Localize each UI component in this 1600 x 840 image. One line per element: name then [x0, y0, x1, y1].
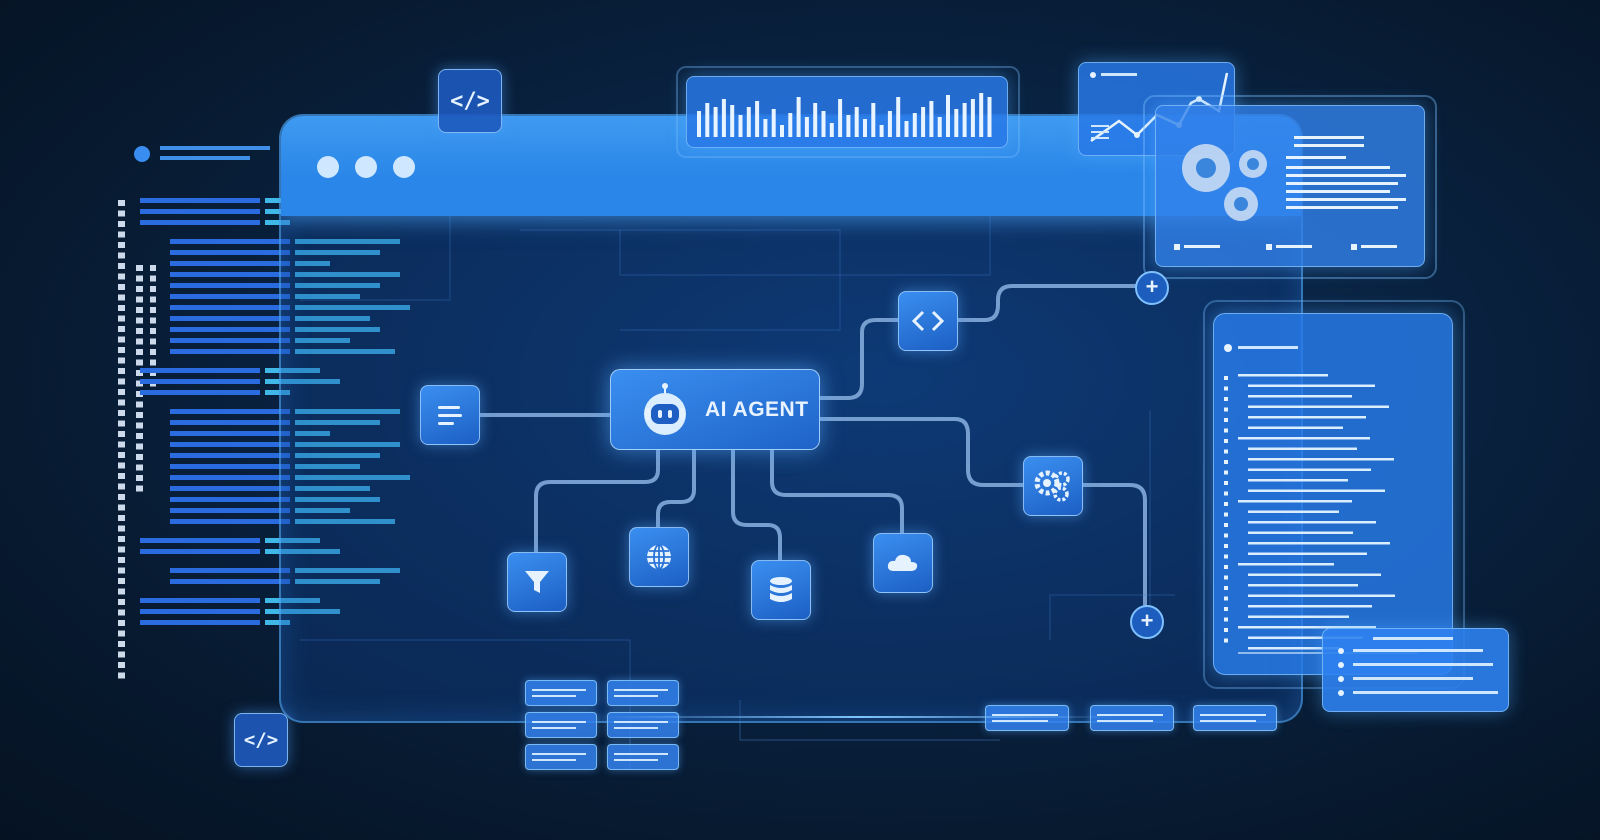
menu-lines-icon — [438, 406, 462, 425]
document-panel — [1213, 313, 1453, 675]
wire-agent-filter — [534, 446, 660, 554]
filter-node[interactable] — [507, 552, 567, 612]
waveform-bars — [697, 93, 992, 137]
wire-agent-globe — [656, 446, 696, 529]
settings-gears-icon — [1174, 136, 1406, 250]
gears-icon — [1034, 470, 1070, 502]
ai-agent-label: AI AGENT — [705, 397, 809, 421]
cloud-node[interactable] — [873, 533, 933, 593]
window-dot-3[interactable] — [393, 156, 415, 178]
add-bottom-button[interactable]: + — [1130, 605, 1164, 639]
wire-agent-code — [816, 318, 900, 400]
wire-agent-cloud — [770, 446, 904, 535]
code-brackets-icon — [911, 310, 945, 332]
code-toggle-button[interactable]: </> — [438, 69, 502, 133]
ai-agent-node[interactable]: AI AGENT — [610, 369, 820, 450]
database-node[interactable] — [751, 560, 811, 620]
window-dot-1[interactable] — [317, 156, 339, 178]
add-top-button[interactable]: + — [1135, 271, 1169, 305]
waveform-bar-panel — [686, 76, 1008, 148]
list-panel — [1322, 628, 1509, 712]
robot-icon — [644, 382, 686, 435]
wire-agent-database — [731, 446, 782, 562]
gears-node[interactable] — [1023, 456, 1083, 516]
filter-icon — [525, 571, 549, 593]
settings-panel — [1155, 105, 1425, 267]
menu-node[interactable] — [420, 385, 480, 445]
list-lines — [1338, 637, 1498, 696]
database-icon — [770, 577, 792, 602]
wire-code-plus — [955, 284, 1137, 322]
wire-gears-plus — [1080, 483, 1147, 607]
globe-node[interactable] — [629, 527, 689, 587]
cloud-icon — [887, 554, 918, 571]
wire-agent-gears — [816, 417, 1025, 487]
code-snippet-button[interactable]: </> — [234, 713, 288, 767]
window-dot-2[interactable] — [355, 156, 377, 178]
globe-icon — [647, 544, 671, 570]
document-lines — [1224, 344, 1418, 654]
glow-line — [600, 716, 1120, 718]
left-code-column — [118, 146, 410, 679]
code-node[interactable] — [898, 291, 958, 351]
